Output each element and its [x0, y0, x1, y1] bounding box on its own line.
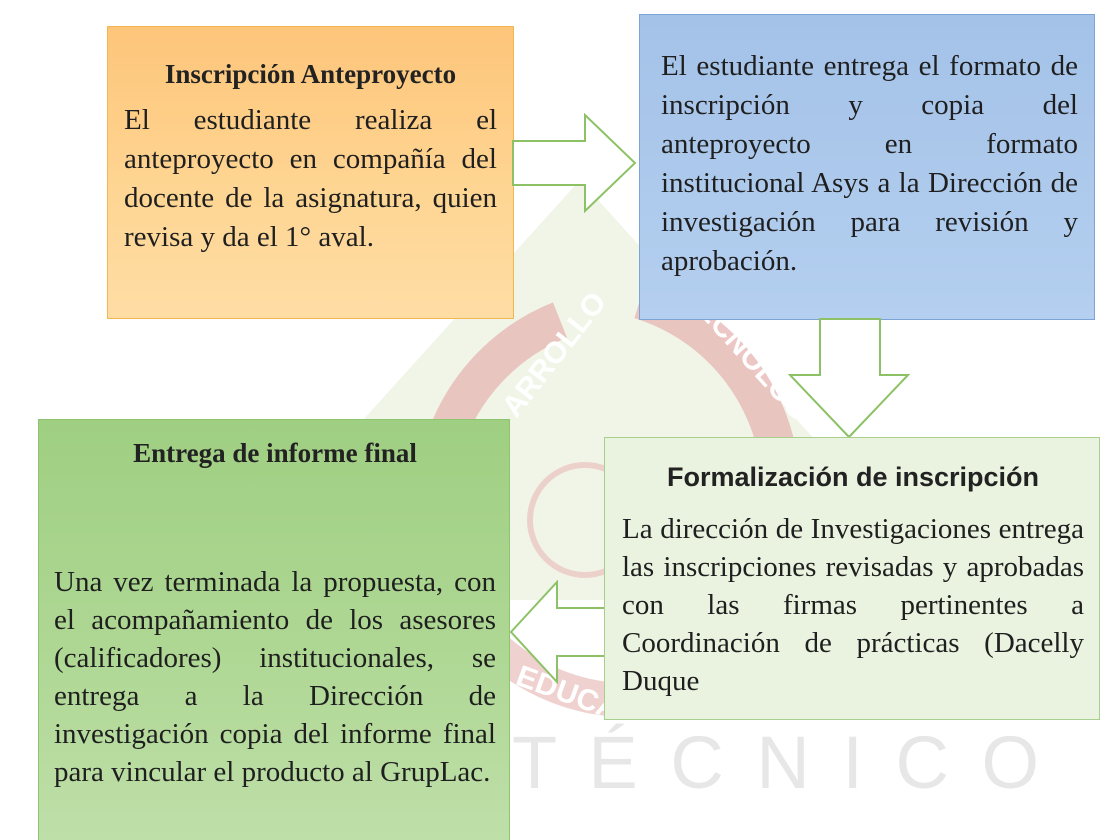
entrega-formato-box: El estudiante entrega el formato de insc… — [639, 14, 1095, 320]
informe-final-box: Entrega de informe final Una vez termina… — [38, 419, 510, 840]
arrow-left-icon — [509, 580, 606, 684]
inscripcion-anteproyecto-body: El estudiante realiza el anteproyecto en… — [124, 104, 497, 253]
formalizacion-inscripcion-body: La dirección de Investigaciones entrega … — [622, 513, 1084, 697]
informe-final-title: Entrega de informe final — [133, 438, 417, 468]
inscripcion-anteproyecto-title: Inscripción Anteproyecto — [164, 59, 457, 89]
watermark-big-text: T É C N I C O — [512, 721, 1045, 804]
informe-final-body: Una vez terminada la propuesta, con el a… — [54, 566, 496, 788]
arrow-down-icon — [788, 318, 910, 439]
entrega-formato-body: El estudiante entrega el formato de insc… — [661, 50, 1078, 277]
formalizacion-inscripcion-box: Formalización de inscripción La direcció… — [604, 437, 1100, 720]
arrow-right-icon — [512, 113, 637, 213]
inscripcion-anteproyecto-box: Inscripción Anteproyecto El estudiante r… — [107, 26, 514, 319]
formalizacion-inscripcion-title: Formalización de inscripción — [666, 462, 1040, 492]
